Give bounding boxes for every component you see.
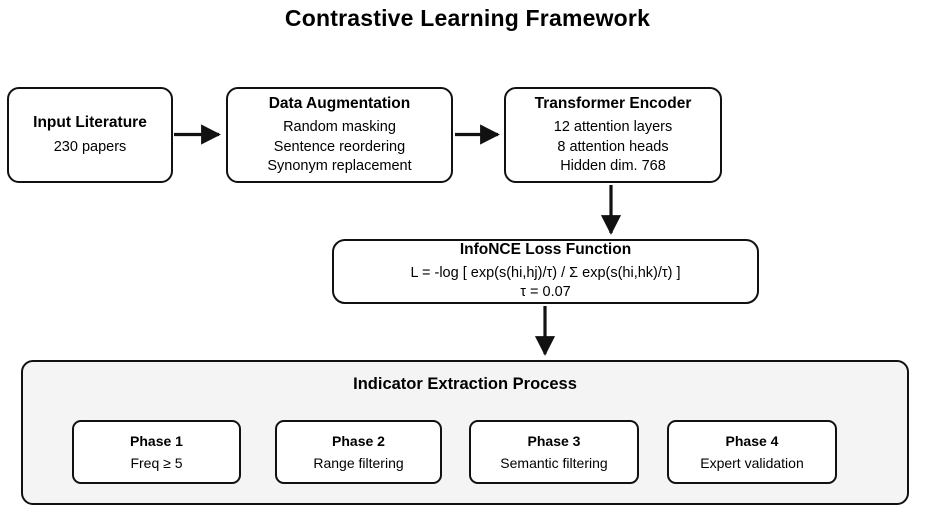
node-data-augmentation[interactable]: Data Augmentation Random masking Sentenc…	[226, 87, 453, 183]
node-line: 8 attention heads	[557, 138, 669, 155]
phase-box-3[interactable]: Phase 3 Semantic filtering	[469, 420, 639, 484]
phase-header: Phase 2	[332, 432, 385, 449]
node-header: Data Augmentation	[268, 94, 411, 112]
phase-description: Expert validation	[700, 454, 804, 471]
node-input-literature[interactable]: Input Literature 230 papers	[7, 87, 173, 183]
node-infonce-loss[interactable]: InfoNCE Loss Function L = -log [ exp(s(h…	[332, 239, 759, 304]
phase-description: Freq ≥ 5	[130, 454, 183, 471]
node-line: Hidden dim. 768	[560, 157, 666, 174]
phase-header: Phase 3	[527, 432, 581, 449]
loss-header: InfoNCE Loss Function	[459, 241, 632, 259]
node-line: 230 papers	[53, 139, 127, 156]
phase-box-4[interactable]: Phase 4 Expert validation	[667, 420, 837, 484]
loss-formula: L = -log [ exp(s(hi,hj)/τ) / Σ exp(s(hi,…	[410, 265, 681, 282]
node-line: Random masking	[283, 119, 396, 136]
phase-header: Phase 1	[130, 432, 183, 449]
node-transformer-encoder[interactable]: Transformer Encoder 12 attention layers …	[504, 87, 722, 183]
node-header: Input Literature	[33, 113, 147, 131]
node-line: 12 attention layers	[553, 119, 673, 136]
panel-title: Indicator Extraction Process	[353, 375, 577, 393]
phase-box-2[interactable]: Phase 2 Range filtering	[275, 420, 442, 484]
node-line: Sentence reordering	[273, 138, 406, 155]
phase-description: Range filtering	[313, 454, 404, 471]
phase-description: Semantic filtering	[500, 454, 608, 471]
node-line: Synonym replacement	[267, 157, 412, 174]
loss-temperature: τ = 0.07	[520, 284, 571, 301]
page-title: Contrastive Learning Framework	[284, 5, 651, 31]
node-header: Transformer Encoder	[534, 94, 692, 112]
phase-header: Phase 4	[725, 432, 779, 449]
phase-box-1[interactable]: Phase 1 Freq ≥ 5	[72, 420, 241, 484]
indicator-extraction-panel: Indicator Extraction Process Phase 1 Fre…	[21, 360, 909, 505]
